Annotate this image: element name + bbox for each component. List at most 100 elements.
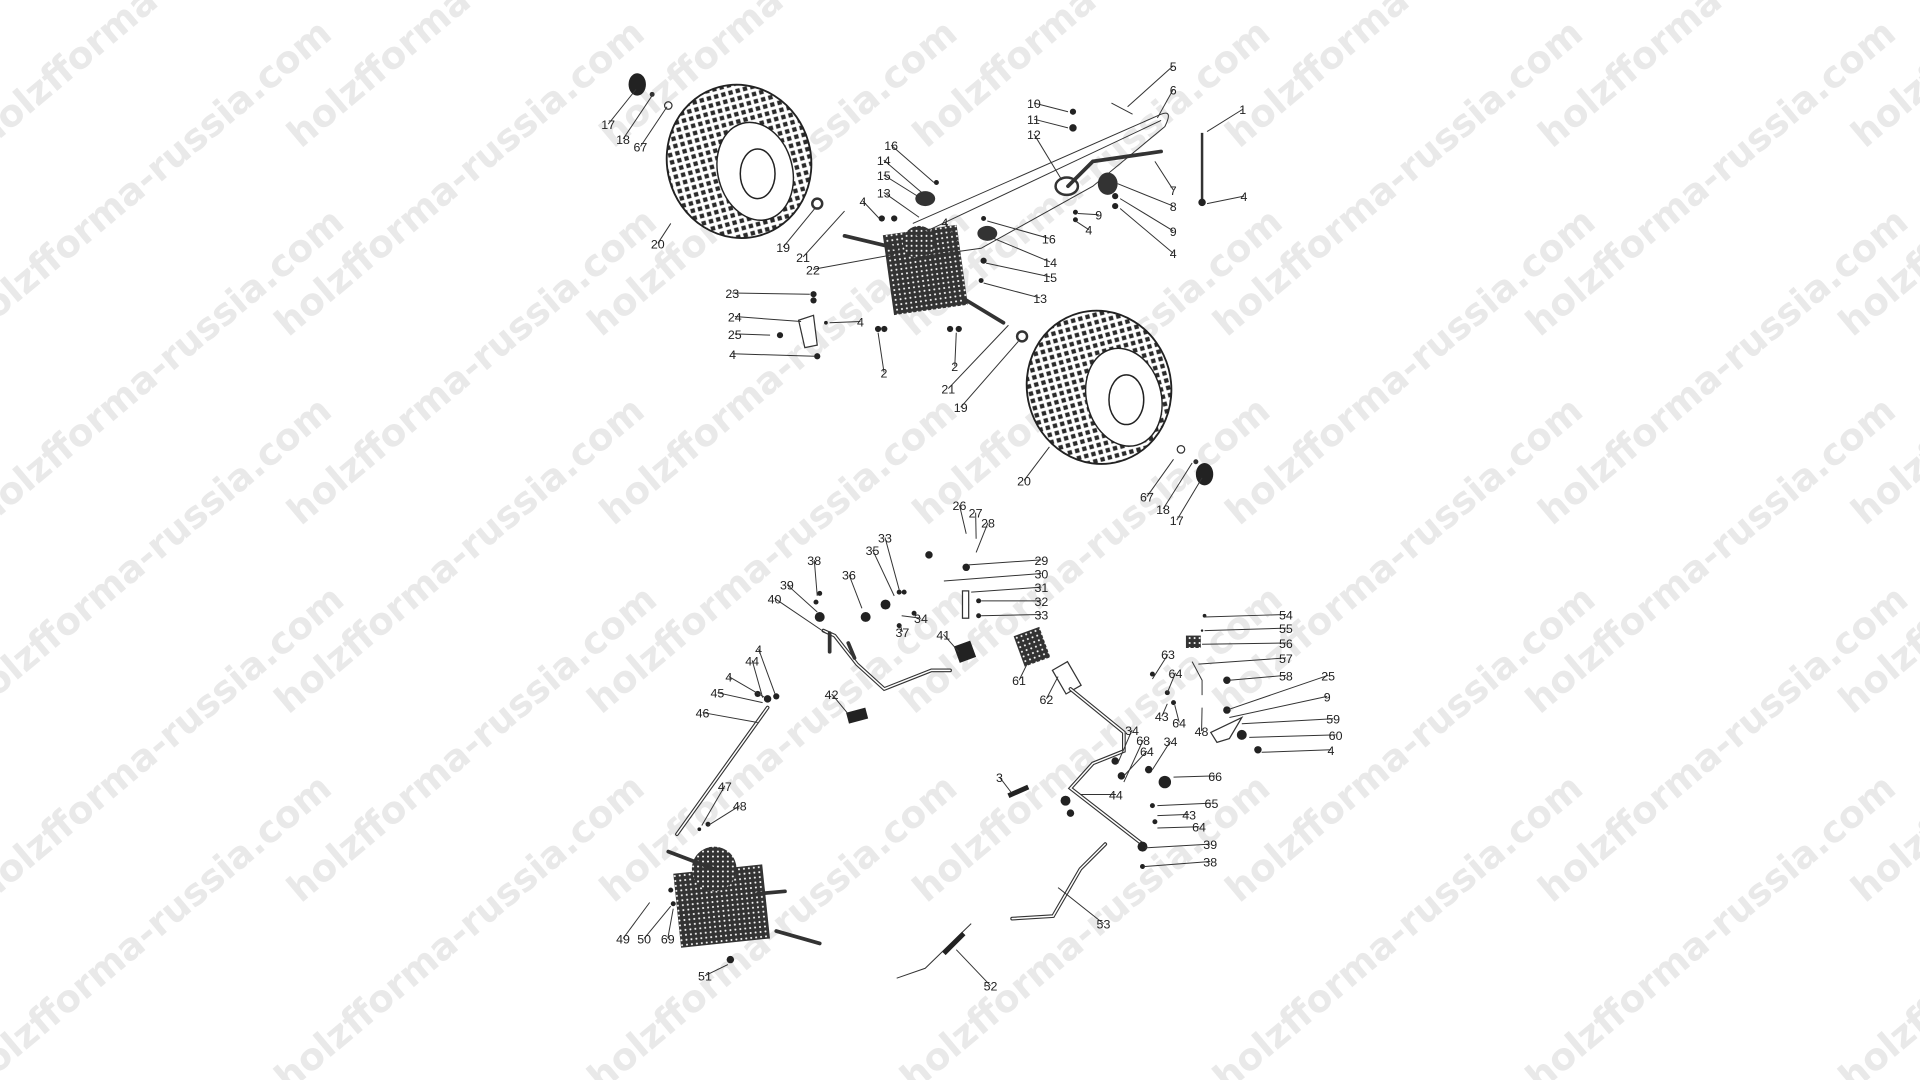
- leader-line: [1077, 213, 1099, 216]
- callout-number-19: 19: [954, 401, 968, 415]
- leader-line: [1117, 729, 1133, 764]
- leader-line: [758, 649, 776, 695]
- callout-number-65: 65: [1205, 797, 1219, 811]
- leader-line: [993, 237, 1051, 263]
- callout-number-21: 21: [796, 251, 810, 265]
- leader-line: [1157, 813, 1190, 817]
- leader-line: [734, 316, 802, 323]
- pad-41: [953, 640, 977, 663]
- watermark-text: holzfforma-russia.com: [1517, 10, 1904, 344]
- leader-line: [1045, 676, 1059, 700]
- bracket-31: [961, 590, 970, 619]
- leader-line: [985, 262, 1051, 278]
- callout-number-4: 4: [755, 643, 762, 657]
- callout-number-35: 35: [866, 544, 880, 558]
- callout-number-18: 18: [1156, 503, 1170, 517]
- watermark-text: holzfforma-russia.com: [904, 576, 1291, 910]
- leader-line: [1075, 220, 1090, 231]
- callout-number-68: 68: [1136, 734, 1150, 748]
- leader-line: [862, 200, 880, 219]
- leader-line: [1174, 704, 1180, 723]
- leader-line: [1241, 718, 1334, 725]
- callout-number-9: 9: [1324, 690, 1331, 704]
- leader-line: [942, 634, 960, 653]
- callout-number-41: 41: [936, 628, 950, 642]
- watermark-text: holzfforma-russia.com: [278, 199, 665, 533]
- callout-number-34: 34: [914, 612, 928, 626]
- leader-line: [872, 549, 895, 597]
- callout-number-4: 4: [725, 671, 732, 685]
- leader-line: [1156, 89, 1174, 119]
- bracket-24: [797, 314, 818, 349]
- callout-number-51: 51: [698, 970, 712, 984]
- rod-57: [1191, 661, 1203, 696]
- callout-number-14: 14: [1043, 256, 1057, 270]
- callout-number-64: 64: [1192, 821, 1206, 835]
- callout-number-9: 9: [1095, 209, 1102, 223]
- callout-number-36: 36: [842, 569, 856, 583]
- callout-number-33: 33: [878, 531, 892, 545]
- callout-number-20: 20: [1017, 474, 1031, 488]
- leader-line: [802, 210, 845, 258]
- callout-number-28: 28: [981, 517, 995, 531]
- callout-number-16: 16: [884, 139, 898, 153]
- callout-number-38: 38: [1203, 855, 1217, 869]
- callout-number-4: 4: [859, 195, 866, 209]
- leader-line: [1119, 198, 1174, 232]
- leader-line: [883, 159, 922, 193]
- watermark-text: holzfforma-russia.com: [266, 388, 653, 722]
- callout-number-59: 59: [1326, 713, 1340, 727]
- leader-line: [943, 573, 1042, 582]
- callout-number-6: 6: [1170, 83, 1177, 97]
- watermark-text: holzfforma-russia.com: [266, 765, 653, 1080]
- callout-number-13: 13: [1033, 292, 1047, 306]
- leader-line: [1206, 195, 1245, 205]
- leader-line: [983, 282, 1041, 299]
- leader-line: [732, 292, 810, 295]
- callout-number-64: 64: [1172, 716, 1186, 730]
- rod-53-inner: [1011, 843, 1106, 920]
- watermark-text: holzfforma-russia.com: [1204, 765, 1591, 1080]
- leader-line: [774, 597, 827, 634]
- watermark-text: holzfforma-russia.com: [1217, 576, 1604, 910]
- callout-number-34: 34: [1164, 735, 1178, 749]
- leader-line: [1173, 775, 1216, 778]
- callout-number-69: 69: [661, 932, 675, 946]
- callout-number-9: 9: [1170, 225, 1177, 239]
- leader-line: [1166, 672, 1176, 693]
- leader-line: [901, 615, 922, 619]
- leader-line: [1033, 133, 1063, 181]
- callout-number-14: 14: [877, 154, 891, 168]
- pedal-pad-61: [1013, 626, 1051, 667]
- rod-46: [675, 705, 770, 837]
- leader-line: [1144, 843, 1211, 849]
- bracket-56: [1185, 635, 1201, 648]
- callout-number-17: 17: [601, 118, 615, 132]
- leader-line: [622, 95, 653, 140]
- callout-number-4: 4: [1085, 224, 1092, 238]
- callout-number-2: 2: [881, 366, 888, 380]
- leader-line: [1229, 695, 1328, 719]
- leader-line: [1144, 861, 1211, 867]
- leader-line: [1057, 887, 1104, 924]
- pulleys: [915, 172, 1118, 241]
- leader-line: [1151, 740, 1171, 770]
- leader-line: [1018, 661, 1029, 681]
- pad-42: [846, 707, 869, 724]
- leader-line: [1206, 108, 1244, 133]
- idler-arm: [1066, 149, 1163, 189]
- callout-number-44: 44: [745, 654, 759, 668]
- leader-line: [1154, 161, 1174, 191]
- callout-number-56: 56: [1279, 637, 1293, 651]
- callout-number-19: 19: [776, 241, 790, 255]
- leader-line: [782, 208, 816, 248]
- leader-line: [717, 692, 763, 704]
- leader-line: [1202, 642, 1286, 645]
- watermark-text: holzfforma-russia.com: [266, 10, 653, 344]
- washer-19b: [1015, 330, 1029, 343]
- callout-number-45: 45: [710, 687, 724, 701]
- callout-number-22: 22: [806, 263, 820, 277]
- spring-5: [1111, 102, 1133, 115]
